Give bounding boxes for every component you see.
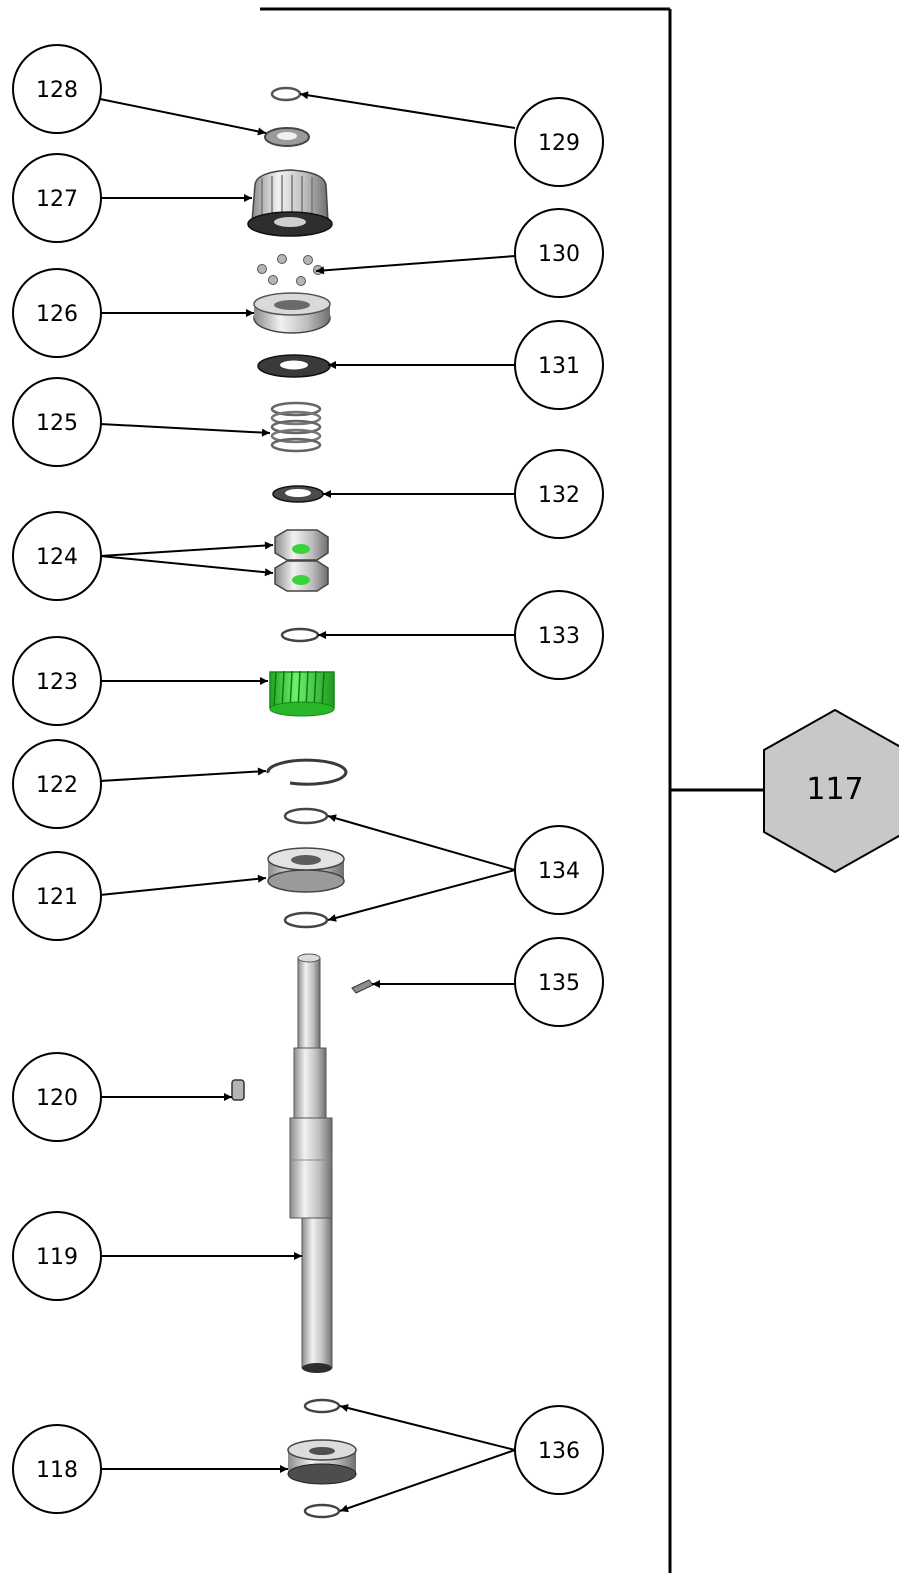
- callout-130[interactable]: 130: [514, 208, 604, 298]
- part-136-lower-snap-ring: [303, 1503, 341, 1519]
- callout-134-label: 134: [538, 859, 580, 884]
- part-130-balls: [257, 254, 323, 286]
- part-131-thrust-washer: [257, 354, 331, 378]
- part-123-green-gear: [269, 670, 335, 717]
- callout-131-label: 131: [538, 354, 580, 379]
- callout-119-label: 119: [36, 1245, 78, 1270]
- callout-134[interactable]: 134: [514, 825, 604, 915]
- part-128-washer: [264, 127, 310, 147]
- callout-125-label: 125: [36, 411, 78, 436]
- callout-126-label: 126: [36, 302, 78, 327]
- callout-128[interactable]: 128: [12, 44, 102, 134]
- part-125-spring: [270, 401, 322, 453]
- callout-123[interactable]: 123: [12, 636, 102, 726]
- part-135-key: [351, 979, 374, 994]
- callout-125[interactable]: 125: [12, 377, 102, 467]
- callout-118[interactable]: 118: [12, 1424, 102, 1514]
- callout-121-label: 121: [36, 885, 78, 910]
- callout-127[interactable]: 127: [12, 153, 102, 243]
- part-136-upper-snap-ring: [303, 1398, 341, 1414]
- part-124-nuts: [274, 529, 329, 592]
- callout-122-label: 122: [36, 773, 78, 798]
- part-127-gear-housing: [247, 169, 333, 237]
- callout-128-label: 128: [36, 78, 78, 103]
- callout-119[interactable]: 119: [12, 1211, 102, 1301]
- callout-126[interactable]: 126: [12, 268, 102, 358]
- part-134-lower-snap-ring: [283, 911, 329, 929]
- callout-133[interactable]: 133: [514, 590, 604, 680]
- part-133-snap-ring: [280, 627, 320, 643]
- callout-120-label: 120: [36, 1086, 78, 1111]
- part-120-key: [231, 1079, 245, 1101]
- assembly-label: 117: [806, 772, 863, 807]
- callout-133-label: 133: [538, 624, 580, 649]
- callout-127-label: 127: [36, 187, 78, 212]
- callout-136-label: 136: [538, 1439, 580, 1464]
- leader-lines: [99, 91, 516, 1513]
- part-132-wave-washer: [272, 485, 324, 503]
- part-121-bearing: [267, 847, 345, 893]
- part-119-shaft: [289, 953, 333, 1373]
- callout-136[interactable]: 136: [514, 1405, 604, 1495]
- callout-131[interactable]: 131: [514, 320, 604, 410]
- callout-129[interactable]: 129: [514, 97, 604, 187]
- part-134-upper-snap-ring: [283, 807, 329, 825]
- callout-120[interactable]: 120: [12, 1052, 102, 1142]
- callout-130-label: 130: [538, 242, 580, 267]
- part-118-bearing: [287, 1439, 357, 1485]
- callout-132[interactable]: 132: [514, 449, 604, 539]
- part-126-bearing-race: [253, 292, 331, 334]
- callout-135-label: 135: [538, 971, 580, 996]
- callout-135[interactable]: 135: [514, 937, 604, 1027]
- callout-123-label: 123: [36, 670, 78, 695]
- callout-121[interactable]: 121: [12, 851, 102, 941]
- part-122-retaining-ring: [266, 758, 348, 786]
- callout-132-label: 132: [538, 483, 580, 508]
- callout-118-label: 118: [36, 1458, 78, 1483]
- callout-122[interactable]: 122: [12, 739, 102, 829]
- callout-124-label: 124: [36, 545, 78, 570]
- frame-bracket: [260, 7, 764, 1573]
- part-129-snap-ring: [270, 86, 302, 102]
- callout-129-label: 129: [538, 131, 580, 156]
- callout-124[interactable]: 124: [12, 511, 102, 601]
- assembly-hexagon[interactable]: 117: [763, 708, 899, 874]
